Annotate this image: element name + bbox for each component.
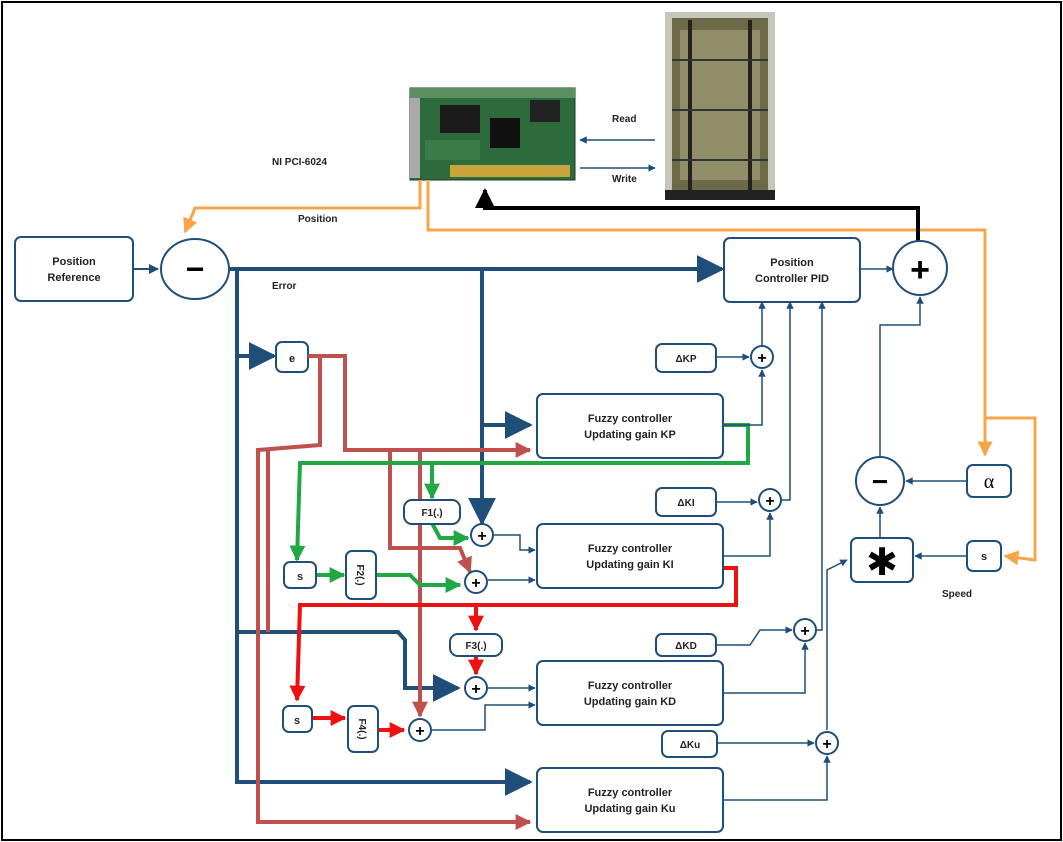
fuzzy-ku-line2: Updating gain Ku [584,803,675,815]
fuzzy-kd-block: Fuzzy controller Updating gain KD [537,661,723,725]
de-to-kp-line [308,356,530,450]
ki-to-pid-line [782,302,790,500]
position-label: Position [298,214,337,225]
output-plus: + [910,251,930,289]
kd-to-pid-line [816,302,822,630]
fuzzy-ku-block: Fuzzy controller Updating gain Ku [537,768,723,832]
fuzzy-kd-line2: Updating gain KD [584,696,676,708]
pid-label-1: Position [770,257,814,269]
kd-out-line [723,643,805,693]
speed-label: Speed [942,589,972,600]
delta-kp-label: ΔKP [675,354,696,365]
delta-ki-label: ΔKI [677,498,694,509]
s-ki-label: s [294,715,300,727]
daq-label: NI PCI-6024 [272,157,327,168]
ku-sum-plus: + [822,736,831,753]
sum2-plus: + [471,575,480,592]
e-label: e [289,353,295,365]
f4-label: F4(.) [356,718,367,739]
fuzzy-kp-line1: Fuzzy controller [588,413,673,425]
alpha-label: α [984,471,995,493]
fuzzy-ki-line1: Fuzzy controller [588,543,673,555]
delta-ku-label: ΔKu [680,740,701,751]
kd-sum-plus: + [800,623,809,640]
kp-out-line [723,370,762,425]
delta-kd-to-sum-line [716,630,792,645]
s-speed-label: s [981,551,987,563]
daq-card-image [410,88,575,180]
ref-label-1: Position [52,256,96,268]
pid-controller-block [724,238,860,302]
fuzzy-ku-line1: Fuzzy controller [588,787,673,799]
speed-minus: − [872,466,888,497]
ki-out-line [723,513,770,556]
multiply-star: ✱ [866,540,898,584]
fuzzy-ki-block: Fuzzy controller Updating gain KI [537,524,723,588]
ku-out-line [723,756,827,800]
pid-label-2: Controller PID [755,273,829,285]
sum4-to-kd-line [432,705,535,730]
speed-to-output-line [880,297,920,457]
position-reference-block [15,237,133,301]
write-label: Write [612,174,637,185]
sum1-plus: + [477,528,486,545]
kp-sum-plus: + [757,350,766,367]
error-label: Error [272,281,297,292]
fuzzy-kp-line2: Updating gain KP [584,429,676,441]
ku-to-mult-line [827,560,847,730]
f3-label: F3(.) [465,641,486,652]
sum3-plus: + [471,681,480,698]
sum1-to-ki-line [494,535,535,550]
ki-sum-plus: + [765,493,774,510]
minus-sign: − [186,251,205,287]
ref-label-2: Reference [47,272,100,284]
fuzzy-kd-line1: Fuzzy controller [588,680,673,692]
f1-label: F1(.) [421,508,442,519]
f1-to-sum1-line [432,523,468,538]
error-to-sum3-line [237,632,458,688]
plant-image [665,12,775,200]
error-to-kp-line [482,269,530,425]
delta-kd-label: ΔKD [675,641,697,652]
f2-label: F2(.) [354,564,365,585]
fuzzy-ki-line2: Updating gain KI [586,559,673,571]
s-kp-label: s [297,571,303,583]
read-label: Read [612,114,636,125]
fuzzy-kp-block: Fuzzy controller Updating gain KP [537,394,723,458]
sum4-plus: + [415,723,424,740]
